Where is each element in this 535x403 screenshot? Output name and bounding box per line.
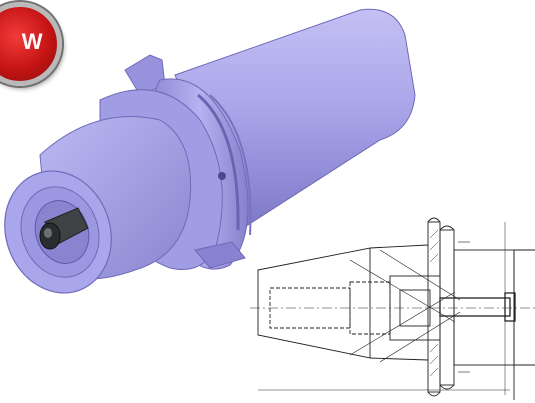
screw-highlight — [44, 228, 52, 238]
screw-hole — [218, 172, 226, 180]
drive-slot — [194, 241, 246, 269]
flange-groove-2 — [209, 94, 252, 236]
drawing-taper — [257, 247, 371, 359]
drawing-hatch — [429, 229, 439, 377]
flange-groove — [197, 93, 240, 231]
badge-text: W — [21, 29, 43, 54]
